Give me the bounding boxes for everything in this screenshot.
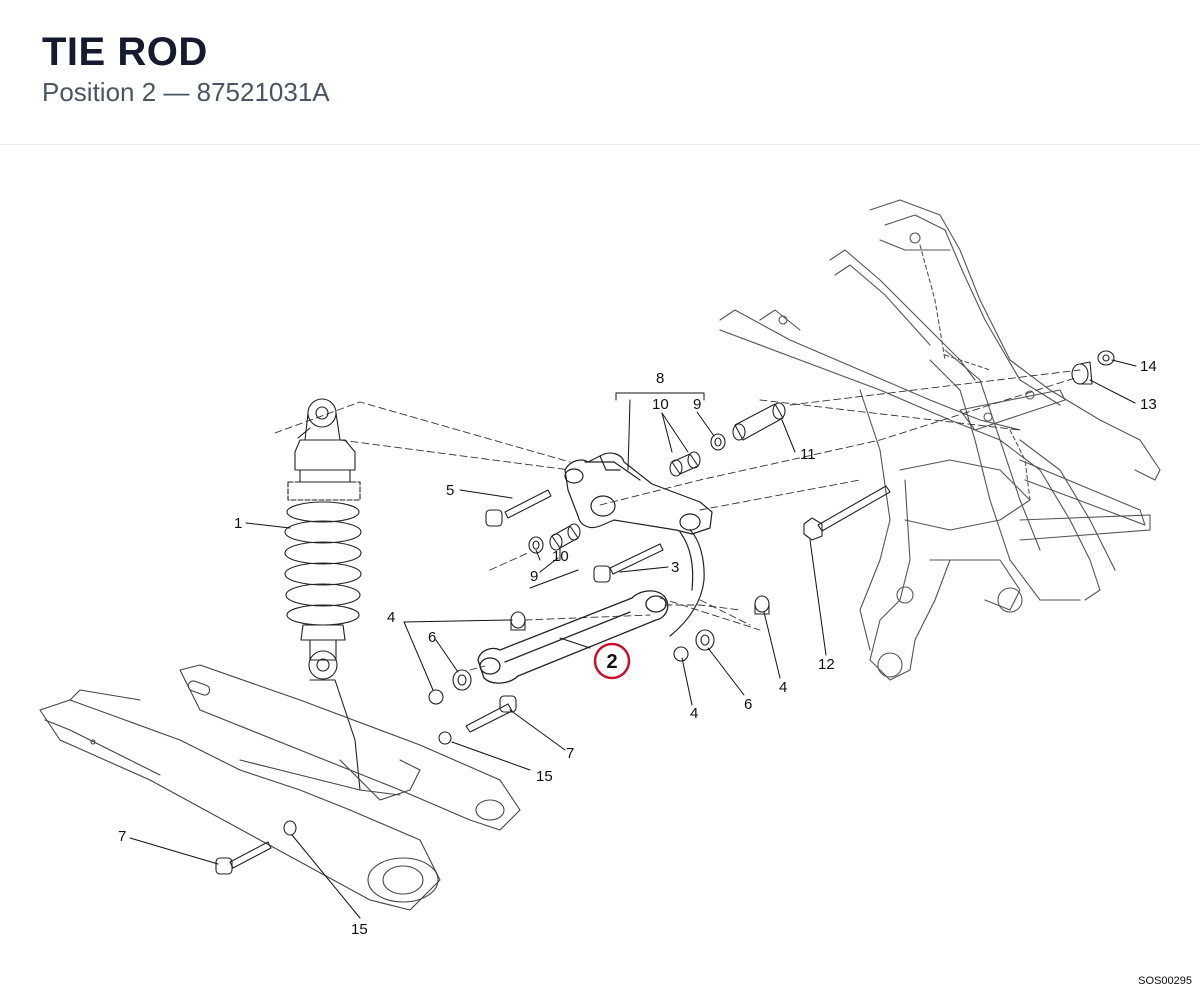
callout-10-lower: 10 bbox=[552, 548, 569, 565]
washer-9-lower-drawing bbox=[528, 536, 544, 554]
callout-6-left: 6 bbox=[428, 629, 436, 646]
bolt-7-upper-drawing bbox=[465, 695, 517, 733]
callout-3: 3 bbox=[671, 559, 679, 576]
callout-15-upper: 15 bbox=[536, 768, 553, 785]
shock-absorber-drawing bbox=[284, 398, 362, 791]
drawing-reference-code: SOS00295 bbox=[1138, 975, 1192, 987]
highlight-label: 2 bbox=[606, 651, 617, 673]
page-subtitle: Position 2 — 87521031A bbox=[42, 77, 330, 107]
bearing-10-lower-drawing bbox=[549, 523, 581, 551]
callout-12: 12 bbox=[818, 656, 835, 673]
callout-7-lower: 7 bbox=[118, 828, 126, 845]
callout-1: 1 bbox=[234, 515, 242, 532]
washer-15-lower-drawing bbox=[283, 820, 297, 836]
highlight-callout-2: 2 bbox=[593, 642, 631, 680]
callout-10-upper: 10 bbox=[652, 396, 669, 413]
callout-labels: 1 3 4 4 4 5 6 6 7 7 8 9 9 10 10 11 12 13… bbox=[118, 358, 1157, 938]
nut-4-lower-drawing bbox=[673, 646, 689, 662]
page-title: TIE ROD bbox=[42, 30, 208, 74]
callout-5: 5 bbox=[446, 482, 454, 499]
bush-13-drawing bbox=[1071, 361, 1093, 385]
callout-14: 14 bbox=[1140, 358, 1157, 375]
bush-6-right-drawing bbox=[695, 629, 715, 651]
frame-drawing bbox=[719, 199, 1161, 681]
callout-4-upper: 4 bbox=[387, 609, 395, 626]
washer-15-upper-drawing bbox=[438, 731, 452, 745]
rocker-arm-drawing bbox=[564, 452, 713, 637]
callout-15-lower: 15 bbox=[351, 921, 368, 938]
bush-6-left-drawing bbox=[452, 669, 472, 691]
nut-4-upper-drawing bbox=[510, 611, 526, 631]
nut-4-right-drawing bbox=[754, 595, 770, 615]
bolt-12-drawing bbox=[803, 485, 891, 541]
washer-9-upper-drawing bbox=[710, 433, 726, 451]
tie-rod-drawing bbox=[477, 590, 669, 684]
callout-4-right: 4 bbox=[779, 679, 787, 696]
nut-14-drawing bbox=[1097, 350, 1115, 366]
sleeve-11-drawing bbox=[732, 402, 786, 441]
exploded-parts-diagram: 1 3 4 4 4 5 6 6 7 7 8 9 9 10 10 11 12 13… bbox=[0, 145, 1200, 991]
callout-8: 8 bbox=[656, 370, 664, 387]
bearing-10-upper-drawing bbox=[669, 451, 701, 477]
bolt-5-drawing bbox=[485, 489, 552, 527]
leader-lines bbox=[129, 359, 1137, 919]
nut-4-left-drawing bbox=[428, 689, 444, 705]
alignment-lines bbox=[274, 369, 1081, 671]
callout-4-lower: 4 bbox=[690, 705, 698, 722]
callout-11: 11 bbox=[800, 446, 816, 463]
callout-7-upper: 7 bbox=[566, 745, 574, 762]
bolt-7-lower-drawing bbox=[215, 841, 272, 875]
callout-9-lower: 9 bbox=[530, 568, 538, 585]
callout-13: 13 bbox=[1140, 396, 1157, 413]
page-header: TIE ROD Position 2 — 87521031A bbox=[0, 0, 1200, 145]
swingarm-drawing bbox=[39, 664, 521, 911]
callout-9-upper: 9 bbox=[693, 396, 701, 413]
bolt-3-drawing bbox=[593, 543, 664, 583]
callout-6-right: 6 bbox=[744, 696, 752, 713]
